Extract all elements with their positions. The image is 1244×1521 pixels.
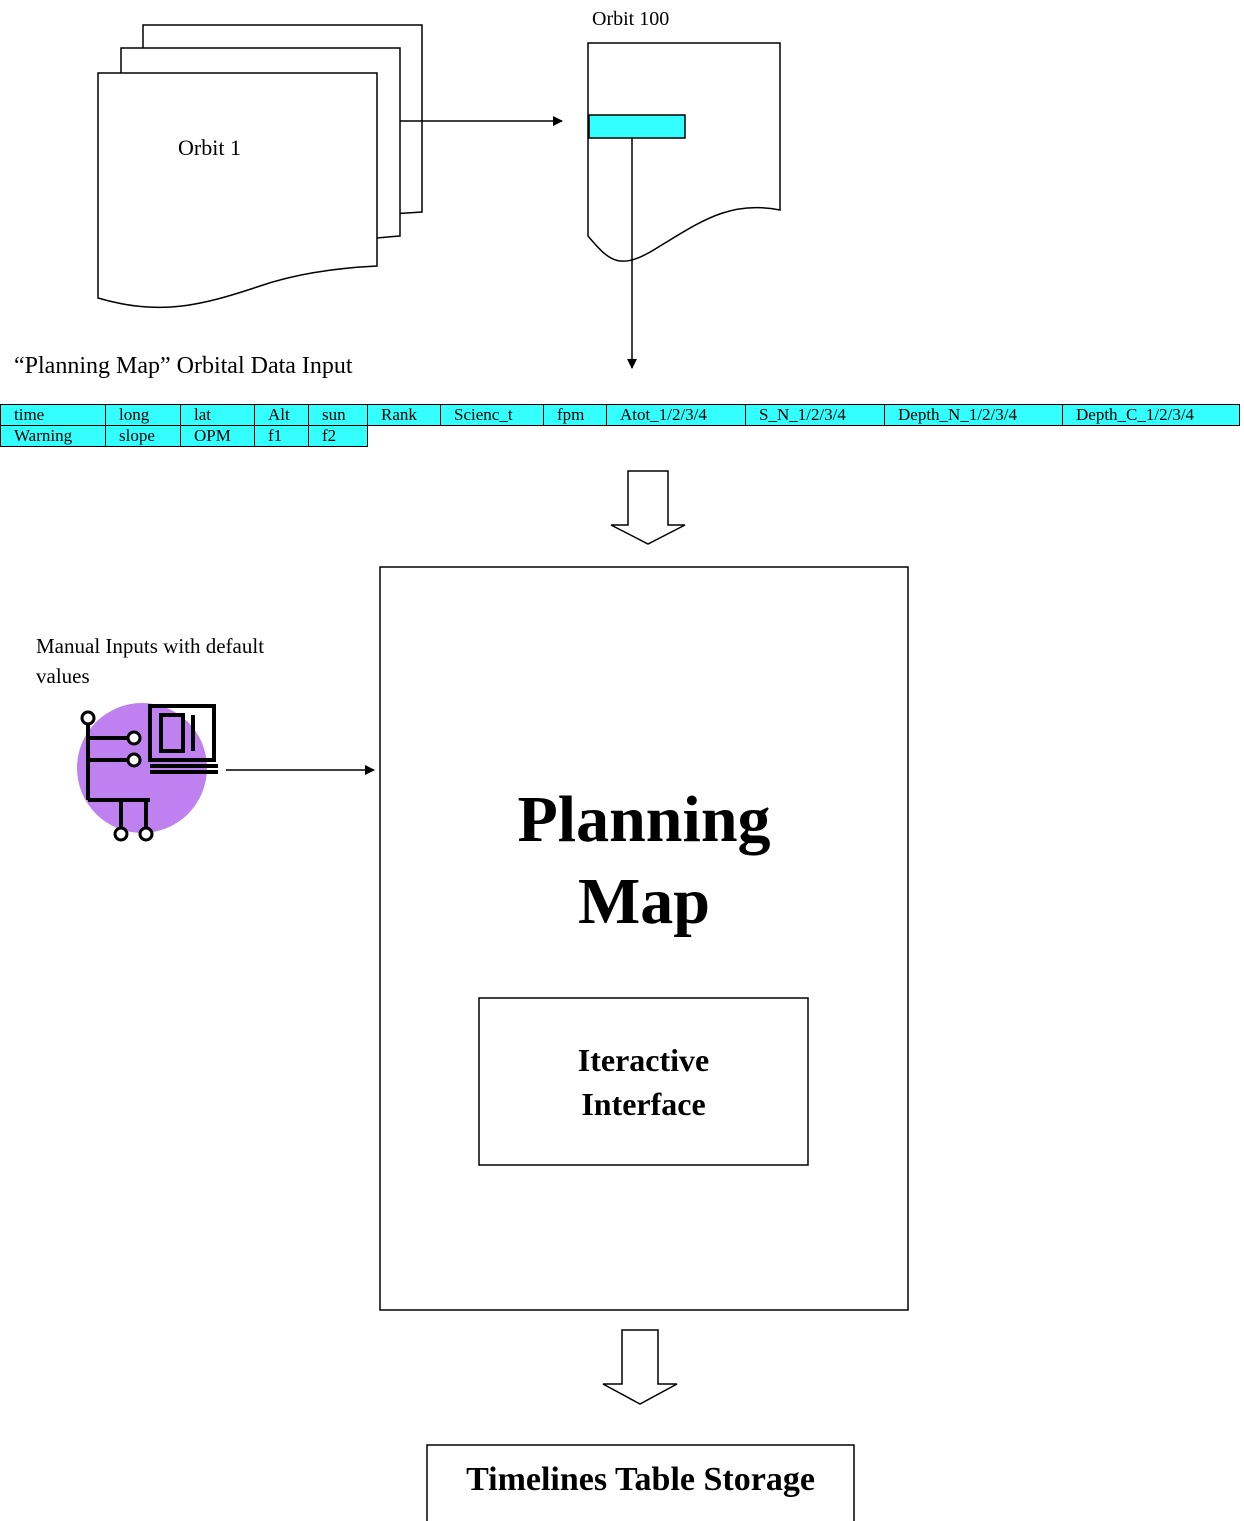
orbital-data-input-label: “Planning Map” Orbital Data Input <box>14 353 353 379</box>
planning-map-title-line-2: Map <box>578 865 710 938</box>
field-cell: f2 <box>308 425 368 447</box>
orbit-1-label: Orbit 1 <box>178 135 241 160</box>
timelines-storage-label: Timelines Table Storage <box>466 1461 815 1498</box>
field-cell: Alt <box>254 404 309 426</box>
field-cell: sun <box>308 404 368 426</box>
planning-map-box <box>379 566 909 1311</box>
field-cell: Depth_N_1/2/3/4 <box>884 404 1063 426</box>
field-cell: long <box>105 404 181 426</box>
orbit-100-highlight-bar <box>588 114 686 139</box>
field-cell: Scienc_t <box>440 404 544 426</box>
block-arrow-to-planning-map <box>610 470 686 545</box>
block-arrow-to-storage <box>602 1329 678 1405</box>
interactive-interface-label-line-1: Iteractive <box>577 1042 710 1078</box>
field-cell: OPM <box>180 425 255 447</box>
field-cell: time <box>0 404 106 426</box>
field-cell: slope <box>105 425 181 447</box>
field-cell: lat <box>180 404 255 426</box>
field-cell: Rank <box>367 404 441 426</box>
manual-inputs-label-line-2: values <box>36 664 90 688</box>
orbital-fields-row-1: time long lat Alt sun Rank Scienc_t fpm … <box>0 404 1240 426</box>
field-cell: Atot_1/2/3/4 <box>606 404 746 426</box>
field-cell: Depth_C_1/2/3/4 <box>1062 404 1240 426</box>
planning-map-title-line-1: Planning <box>517 783 771 856</box>
field-cell: S_N_1/2/3/4 <box>745 404 885 426</box>
timelines-storage-box <box>426 1444 855 1521</box>
orbit-100-document <box>587 42 781 262</box>
orbital-fields-row-2: Warning slope OPM f1 f2 <box>0 425 368 447</box>
orbit-100-label: Orbit 100 <box>592 8 670 30</box>
field-cell: Warning <box>0 425 106 447</box>
computer-terminal-icon <box>77 703 218 842</box>
orbit-document-stack <box>97 24 423 309</box>
interactive-interface-box <box>478 997 809 1166</box>
orbit-document-front <box>97 72 378 309</box>
manual-inputs-label-line-1: Manual Inputs with default <box>36 634 265 658</box>
interactive-interface-label-line-2: Interface <box>581 1086 706 1122</box>
field-cell: f1 <box>254 425 309 447</box>
field-cell: fpm <box>543 404 607 426</box>
